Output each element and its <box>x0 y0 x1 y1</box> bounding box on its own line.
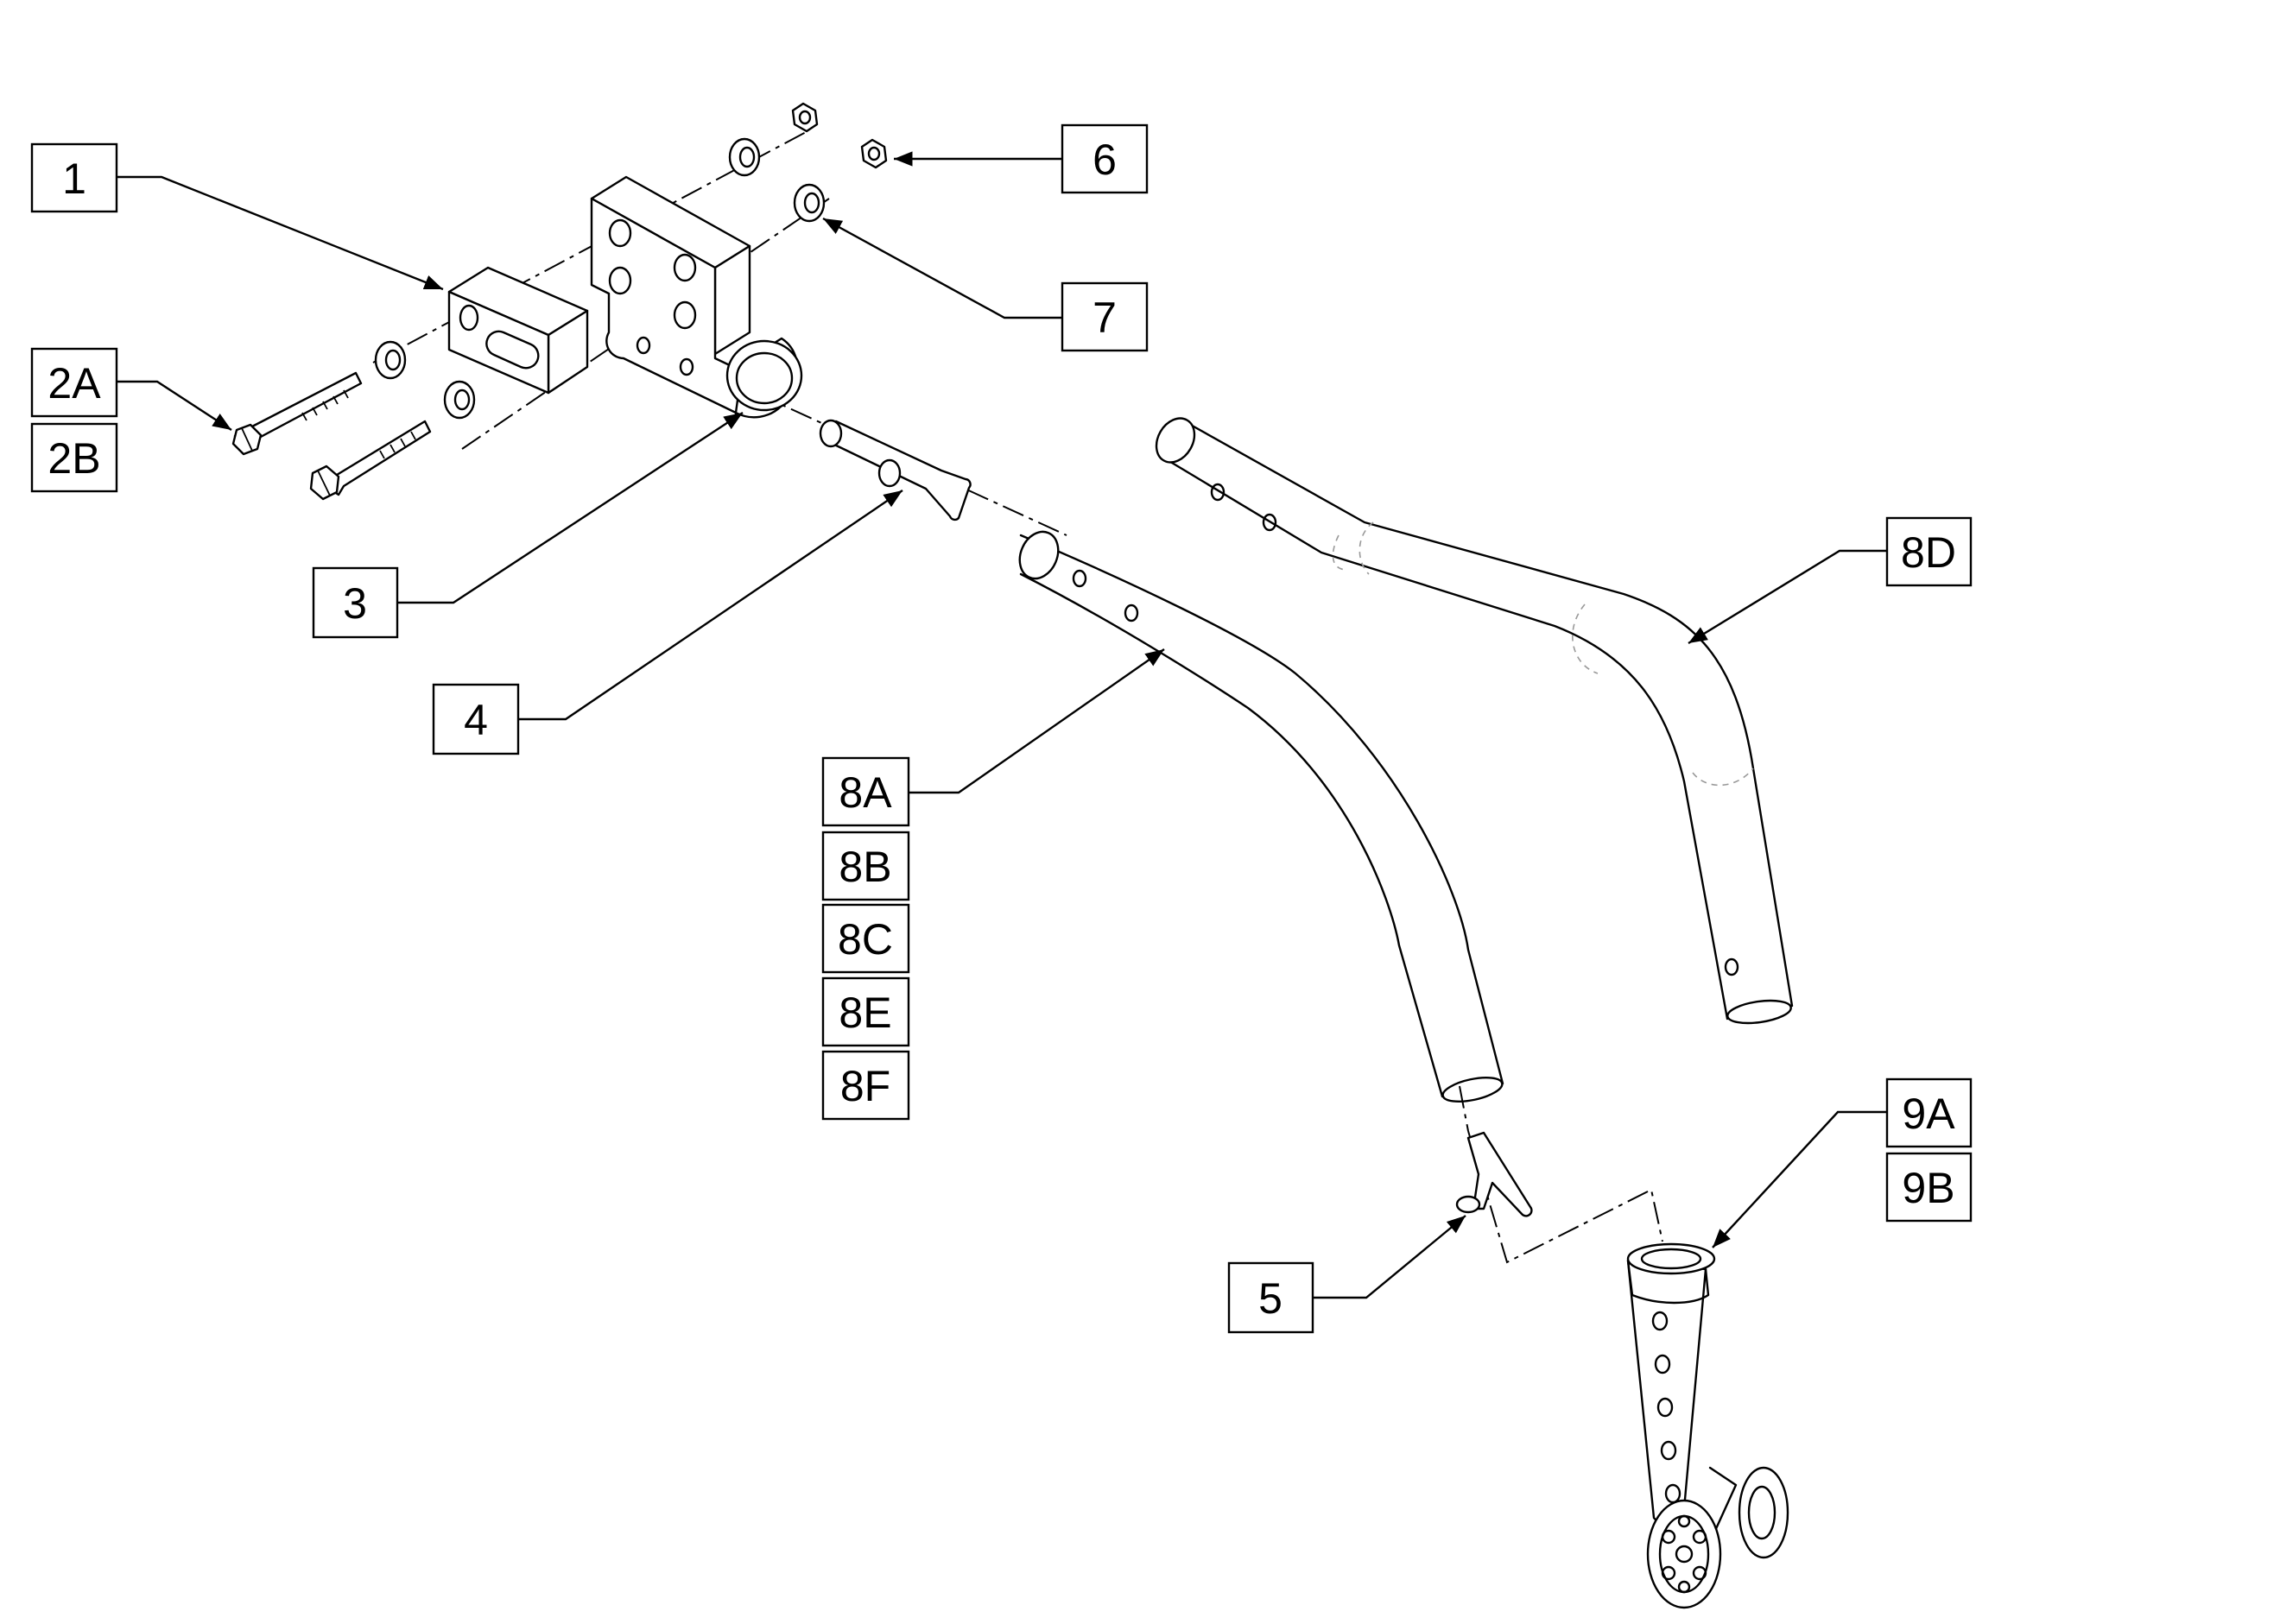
callout-2b-label: 2B <box>48 434 100 483</box>
callout-4-label: 4 <box>464 696 488 744</box>
part-2b-bolt <box>309 420 432 501</box>
part-9a-caster <box>1626 1242 1789 1609</box>
callout-6: 6 <box>1061 123 1149 194</box>
callout-8d-label: 8D <box>1901 528 1956 577</box>
part-4-release-pin <box>819 419 972 521</box>
callout-5: 5 <box>1227 1261 1314 1334</box>
callout-3: 3 <box>312 566 399 639</box>
callout-9a-label: 9A <box>1902 1090 1955 1138</box>
part-8d-curved-tube <box>1155 417 1794 1025</box>
callout-4: 4 <box>432 683 520 755</box>
callout-1: 1 <box>30 142 118 213</box>
callout-9a: 9A <box>1885 1077 1973 1148</box>
callout-2a-label: 2A <box>48 359 101 408</box>
nut-upper <box>791 102 819 133</box>
callout-8c-label: 8C <box>838 915 893 964</box>
callout-8b-label: 8B <box>839 843 891 891</box>
part-7-washer <box>793 183 826 223</box>
part-2a-bolt <box>231 371 363 456</box>
callout-1-label: 1 <box>62 155 86 203</box>
callout-7-label: 7 <box>1092 294 1117 342</box>
callout-2b: 2B <box>30 422 118 493</box>
callout-8c: 8C <box>821 903 910 974</box>
callout-8e-label: 8E <box>839 989 891 1037</box>
part-8a-curved-tube <box>1018 530 1504 1103</box>
washer-upper <box>728 137 761 177</box>
washer-bolt-side-upper <box>374 340 407 380</box>
callout-9b-label: 9B <box>1902 1164 1954 1212</box>
callout-8e: 8E <box>821 976 910 1047</box>
callout-2a: 2A <box>30 347 118 418</box>
leader-lines <box>117 151 1887 1299</box>
callout-3-label: 3 <box>343 579 367 628</box>
part-3-bracket <box>590 175 803 419</box>
callout-5-label: 5 <box>1258 1274 1282 1323</box>
callout-7: 7 <box>1061 281 1149 352</box>
callout-8b: 8B <box>821 831 910 901</box>
callout-8f: 8F <box>821 1050 910 1121</box>
part-5-clip-pin <box>1455 1131 1533 1217</box>
callout-8a-label: 8A <box>839 768 892 817</box>
callout-9b: 9B <box>1885 1152 1973 1223</box>
callout-6-label: 6 <box>1092 136 1117 184</box>
part-6-nut <box>860 138 888 169</box>
callout-8a: 8A <box>821 756 910 827</box>
callout-8f-label: 8F <box>840 1062 890 1110</box>
callout-8d: 8D <box>1885 516 1973 587</box>
part-1-clamp-block <box>447 266 589 395</box>
washer-bolt-side-lower <box>443 380 476 420</box>
